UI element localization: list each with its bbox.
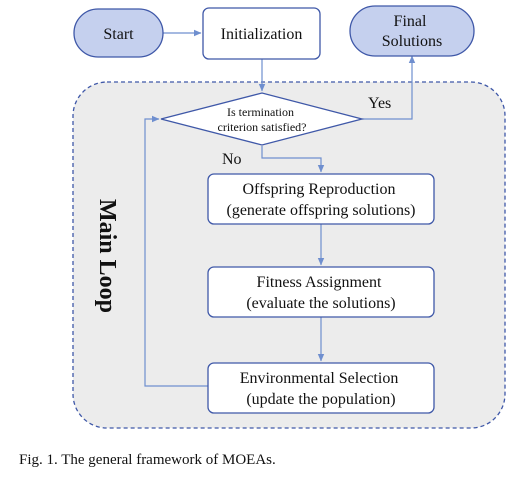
edge-yes-to-final-solutions — [362, 55, 416, 120]
environmental-selection-line-1: Environmental Selection — [240, 370, 399, 387]
offspring-reproduction-node — [207, 173, 435, 225]
termination-check-label: Is termination criterion satisfied? — [218, 105, 307, 134]
final-solutions-line-2: Solutions — [382, 33, 442, 50]
environmental-selection-label: Environmental Selection (update the popu… — [240, 370, 403, 408]
moea-framework-diagram: Main Loop Start Initialization Final Sol… — [72, 5, 506, 429]
termination-check-node — [160, 92, 365, 146]
initialization-node-label: Initialization — [221, 26, 303, 43]
yes-edge-label: Yes — [368, 95, 391, 112]
offspring-reproduction-line-1: Offspring Reproduction — [242, 181, 395, 198]
final-solutions-node-label: Final Solutions — [382, 13, 442, 50]
no-edge-label: No — [222, 151, 242, 168]
termination-check-line-1: Is termination — [227, 105, 294, 119]
edge-no-to-offspring-reproduction — [261, 146, 325, 173]
start-node-label: Start — [103, 26, 134, 43]
final-solutions-line-1: Final — [394, 13, 427, 30]
fitness-assignment-label: Fitness Assignment (evaluate the solutio… — [246, 274, 395, 312]
offspring-reproduction-label: Offspring Reproduction (generate offspri… — [227, 181, 416, 219]
fitness-assignment-node — [207, 266, 435, 318]
fitness-assignment-line-2: (evaluate the solutions) — [246, 295, 395, 312]
offspring-reproduction-line-2: (generate offspring solutions) — [227, 202, 416, 219]
final-solutions-node — [349, 5, 475, 57]
figure-caption: Fig. 1. The general framework of MOEAs. — [19, 452, 276, 468]
main-loop-label: Main Loop — [94, 199, 120, 313]
initialization-node — [202, 7, 321, 60]
environmental-selection-node — [207, 362, 435, 414]
edges — [144, 29, 416, 387]
fitness-assignment-line-1: Fitness Assignment — [257, 274, 382, 291]
main-loop-region — [72, 81, 506, 429]
environmental-selection-line-2: (update the population) — [246, 391, 395, 408]
termination-check-line-2: criterion satisfied? — [218, 120, 307, 134]
start-node — [73, 8, 164, 58]
edge-selection-back-to-termination-check — [144, 115, 208, 387]
